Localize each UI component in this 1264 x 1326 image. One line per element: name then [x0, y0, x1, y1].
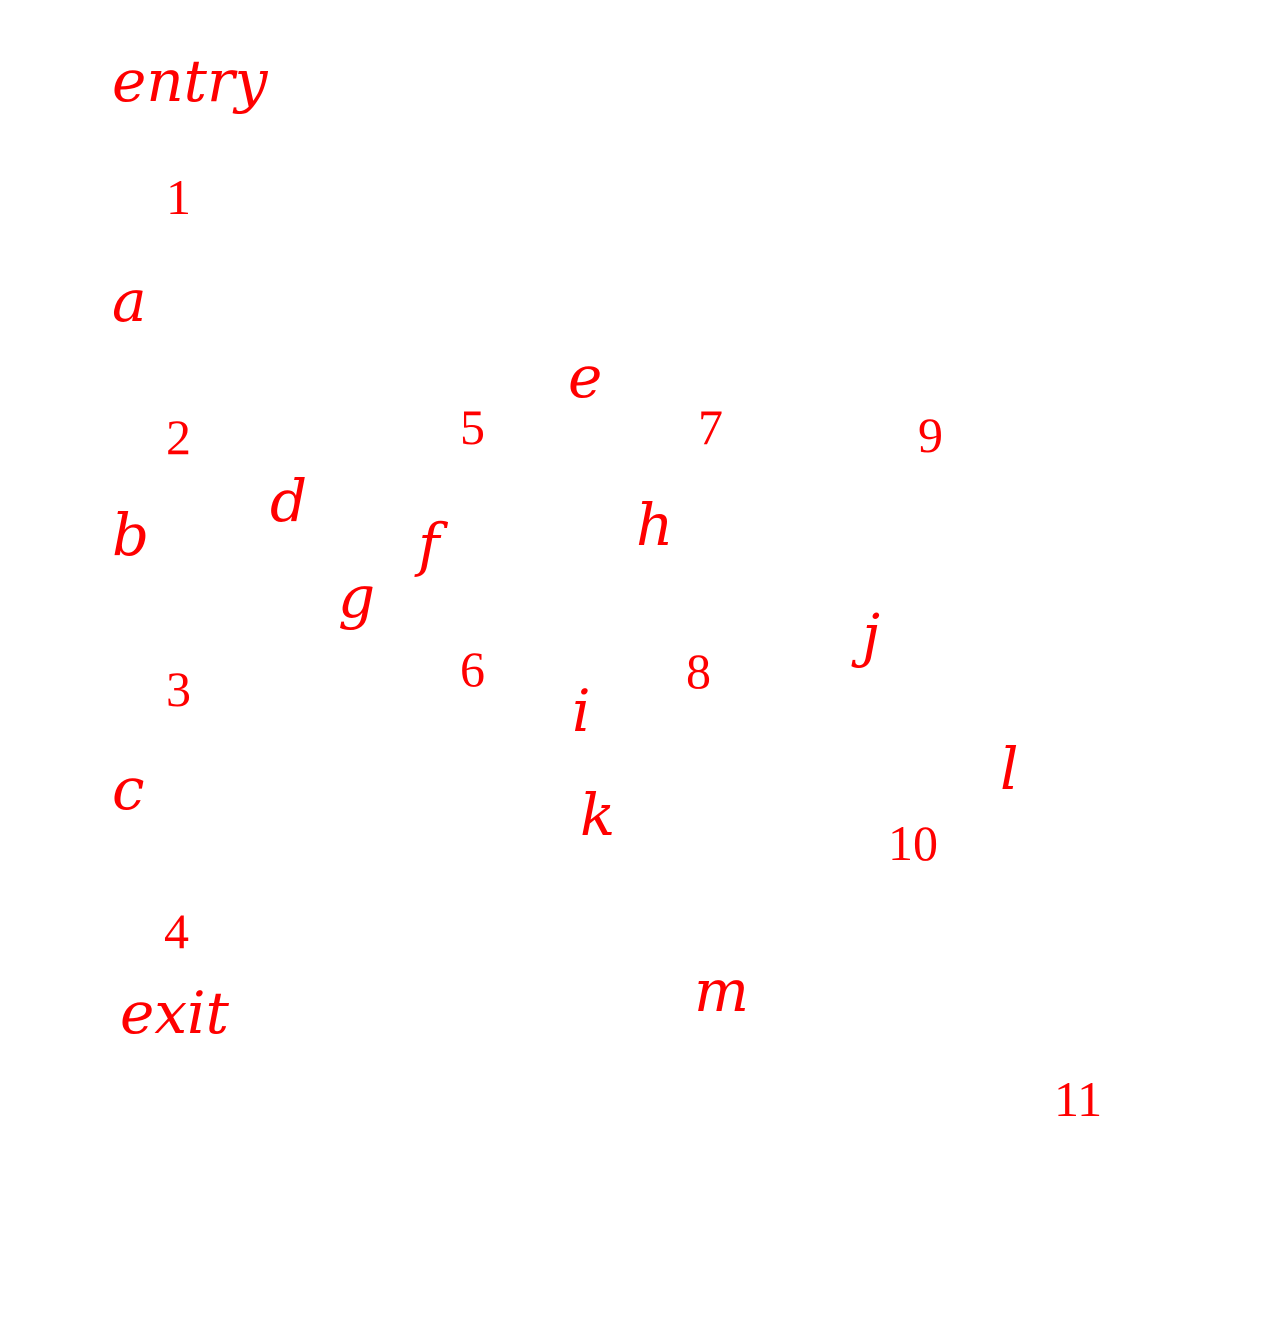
edge-label-5: 5	[460, 399, 485, 455]
node-entry: entry	[112, 47, 268, 115]
node-a: a	[112, 267, 147, 335]
node-exit: exit	[120, 979, 229, 1047]
node-m: m	[694, 957, 749, 1025]
edge-label-6: 6	[460, 641, 485, 697]
node-c: c	[112, 755, 145, 823]
edge-label-11: 11	[1054, 1071, 1103, 1127]
node-k: k	[580, 781, 616, 849]
edge-label-8: 8	[686, 643, 711, 699]
node-g: g	[338, 563, 376, 631]
node-e: e	[568, 343, 603, 411]
edge-label-1: 1	[166, 169, 191, 225]
node-l: l	[1000, 735, 1019, 803]
node-b: b	[112, 501, 150, 569]
edge-label-3: 3	[166, 661, 191, 717]
edge-label-9: 9	[918, 407, 943, 463]
node-h: h	[636, 491, 674, 559]
edge-label-10: 10	[888, 815, 938, 871]
edge-label-2: 2	[166, 409, 191, 465]
node-i: i	[572, 677, 591, 745]
node-f: f	[418, 511, 440, 579]
node-d: d	[270, 467, 308, 535]
node-j: j	[862, 601, 880, 669]
edge-label-4: 4	[164, 903, 189, 959]
edge-label-7: 7	[698, 399, 723, 455]
